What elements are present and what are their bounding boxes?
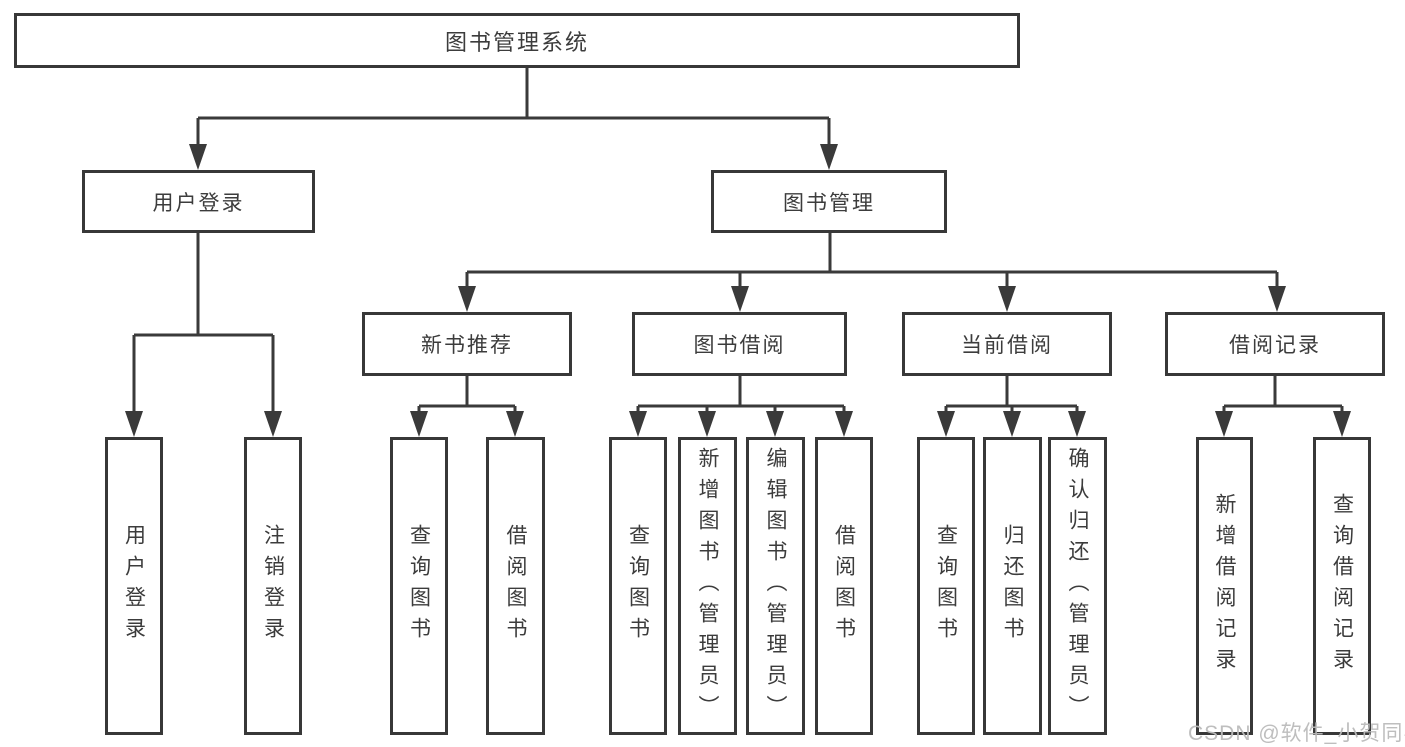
leaf-confirm-return-admin: 确认归还（管理员） xyxy=(1048,437,1107,735)
leaf-logout: 注销登录 xyxy=(244,437,302,735)
leaf-query-books-current: 查询图书 xyxy=(917,437,975,735)
leaf-label: 查询图书 xyxy=(626,524,650,648)
leaf-label: 新增借阅记录 xyxy=(1213,493,1236,679)
node-book-borrow: 图书借阅 xyxy=(632,312,847,376)
leaf-label: 新增图书（管理员） xyxy=(696,446,719,726)
leaf-label: 查询借阅记录 xyxy=(1330,493,1354,679)
leaf-borrow-books-newbook: 借阅图书 xyxy=(486,437,545,735)
leaf-label: 查询图书 xyxy=(934,524,958,648)
leaf-add-book-admin: 新增图书（管理员） xyxy=(678,437,737,735)
leaf-label: 查询图书 xyxy=(407,524,431,648)
leaf-label: 借阅图书 xyxy=(504,524,527,648)
node-borrow-records: 借阅记录 xyxy=(1165,312,1385,376)
node-user-login-branch: 用户登录 xyxy=(82,170,315,233)
node-library-system: 图书管理系统 xyxy=(14,13,1020,68)
node-book-management-branch: 图书管理 xyxy=(711,170,947,233)
leaf-query-books-newbook: 查询图书 xyxy=(390,437,448,735)
leaf-return-books: 归还图书 xyxy=(983,437,1042,735)
leaf-add-borrow-record: 新增借阅记录 xyxy=(1196,437,1253,735)
node-current-borrow: 当前借阅 xyxy=(902,312,1112,376)
leaf-label: 编辑图书（管理员） xyxy=(764,446,787,726)
leaf-label: 借阅图书 xyxy=(832,524,856,648)
leaf-label: 确认归还（管理员） xyxy=(1066,446,1089,726)
leaf-edit-book-admin: 编辑图书（管理员） xyxy=(746,437,805,735)
node-new-book-recommend: 新书推荐 xyxy=(362,312,572,376)
leaf-label: 归还图书 xyxy=(1001,524,1024,648)
leaf-label: 用户登录 xyxy=(122,524,146,648)
leaf-borrow-books-borrow: 借阅图书 xyxy=(815,437,873,735)
leaf-query-borrow-record: 查询借阅记录 xyxy=(1313,437,1371,735)
leaf-label: 注销登录 xyxy=(261,524,285,648)
leaf-query-books-borrow: 查询图书 xyxy=(609,437,667,735)
leaf-user-login: 用户登录 xyxy=(105,437,163,735)
csdn-watermark: CSDN @软件_小贺同学 xyxy=(1188,722,1405,745)
